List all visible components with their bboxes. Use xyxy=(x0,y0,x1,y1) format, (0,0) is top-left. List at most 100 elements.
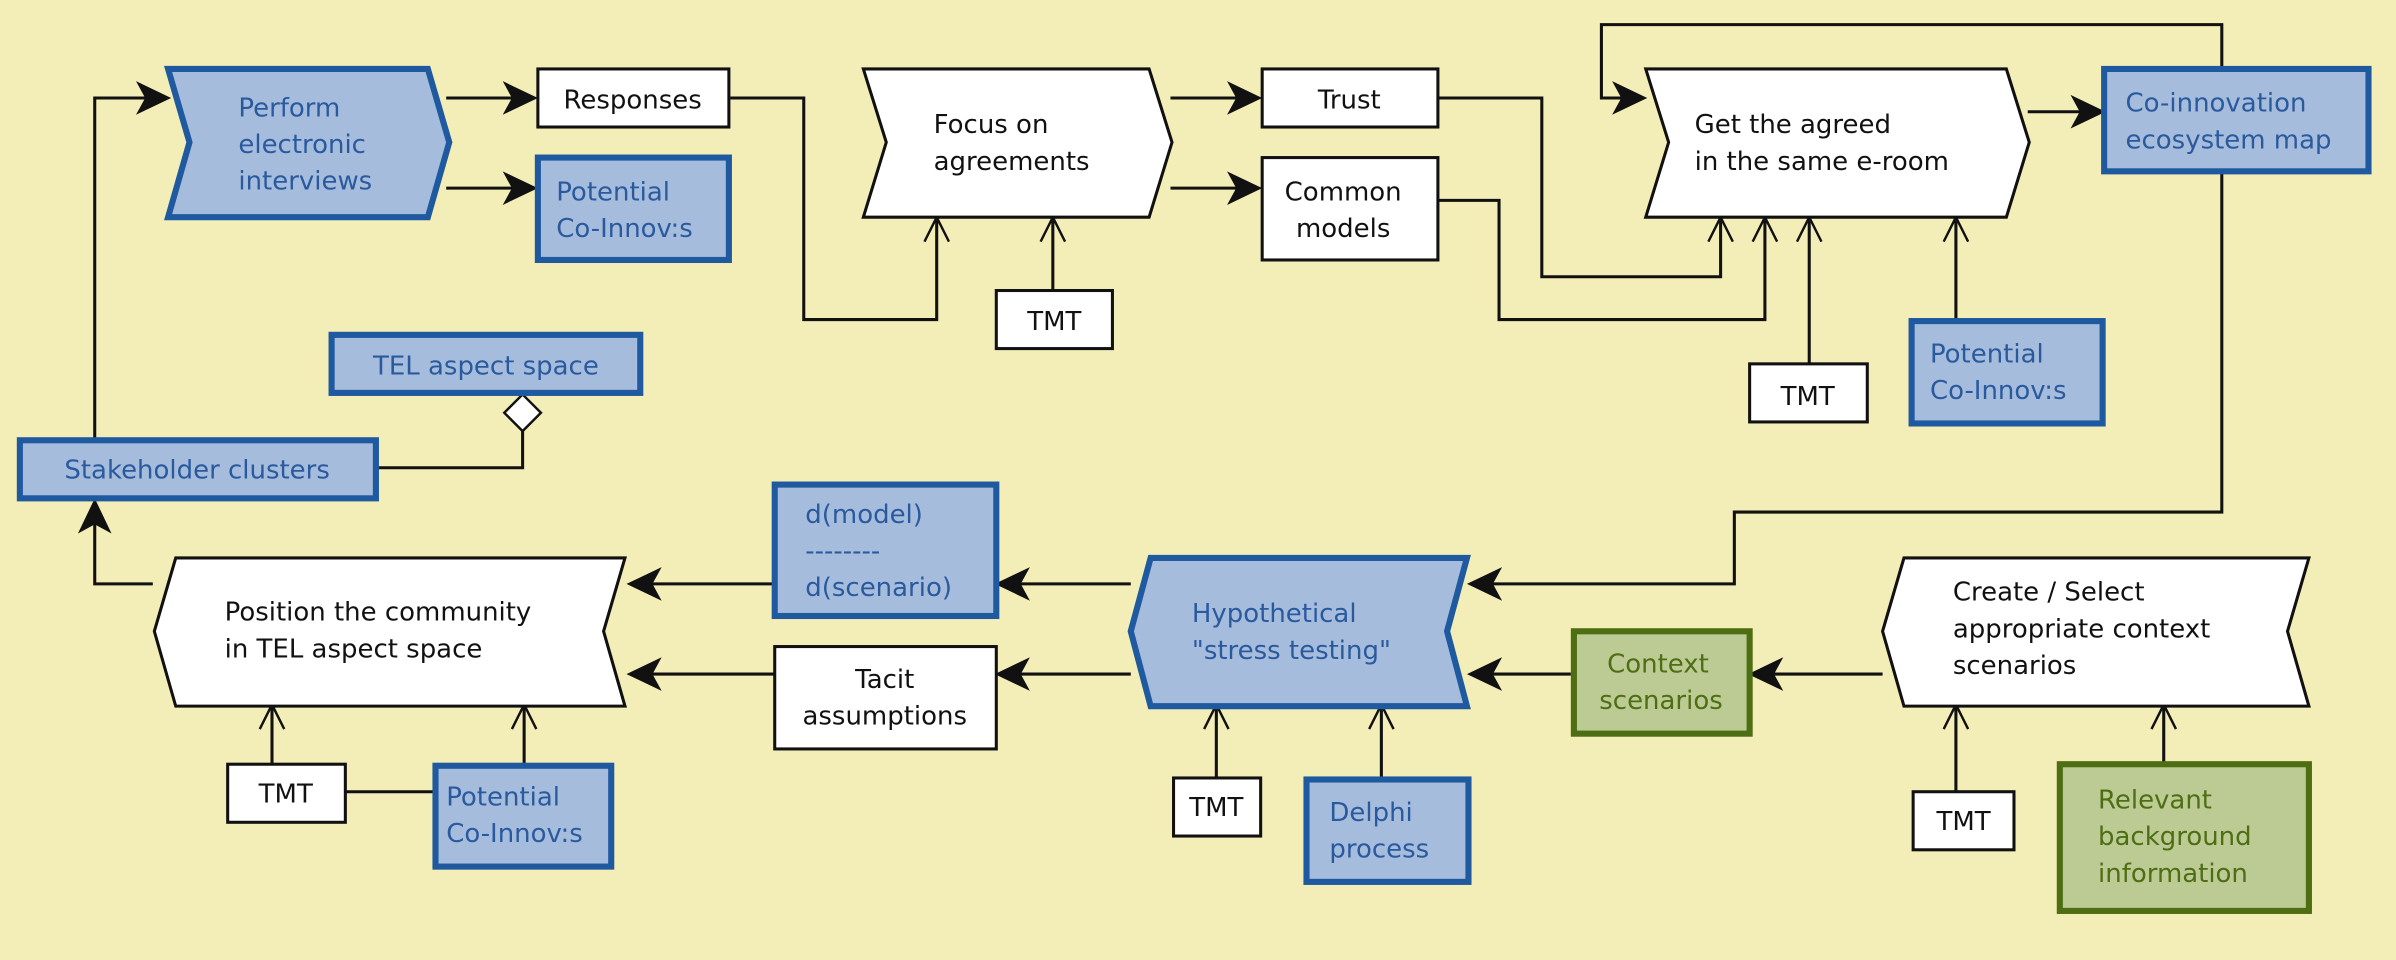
node-label: electronic xyxy=(238,130,366,160)
edge-stakeholder-to-perform xyxy=(93,96,156,441)
node-focus-agreements[interactable]: Focus on agreements xyxy=(861,67,1174,219)
edge-responses-to-focus xyxy=(730,96,939,322)
node-stress-testing[interactable]: Hypothetical "stress testing" xyxy=(1127,554,1471,710)
edge-trust-to-eroom xyxy=(1437,96,1723,279)
node-common-models[interactable]: Common models xyxy=(1260,156,1440,262)
data-box xyxy=(328,331,644,396)
node-label: Potential xyxy=(556,177,670,207)
data-box xyxy=(226,762,347,824)
node-stakeholder-clusters[interactable]: Stakeholder clusters xyxy=(16,437,379,502)
node-potential-coinnov-top[interactable]: Potential Co-Innov:s xyxy=(534,154,732,264)
node-label: Co-innovation xyxy=(2126,89,2307,119)
node-label: Perform xyxy=(238,93,340,123)
data-box xyxy=(1303,776,1472,885)
arrowheads xyxy=(77,81,2178,730)
data-box xyxy=(1911,790,2016,852)
node-label: Potential xyxy=(1930,339,2044,369)
arrowhead-solid xyxy=(626,657,662,691)
arrowhead-solid xyxy=(1748,657,1784,691)
arrowhead-solid xyxy=(135,81,172,115)
data-box xyxy=(16,437,379,502)
node-label: Delphi xyxy=(1329,798,1412,828)
data-box xyxy=(534,154,732,264)
node-label: -------- xyxy=(805,536,880,566)
node-create-select[interactable]: Create / Select appropriate context scen… xyxy=(1880,556,2311,708)
node-label: Create / Select xyxy=(1953,578,2145,608)
node-position-community[interactable]: Position the community in TEL aspect spa… xyxy=(152,556,628,708)
node-label: Trust xyxy=(1317,86,1381,116)
node-context-scenarios[interactable]: Context scenarios xyxy=(1570,628,1753,737)
node-label: background xyxy=(2098,822,2252,852)
node-get-agreed-eroom[interactable]: Get the agreed in the same e-room xyxy=(1643,67,2031,219)
arrowhead-solid xyxy=(77,498,112,534)
node-relevant-background[interactable]: Relevant background information xyxy=(2056,761,2312,914)
node-potential-coinnov-position[interactable]: Potential Co-Innov:s xyxy=(432,762,615,870)
node-tmt-position[interactable]: TMT xyxy=(226,762,347,824)
aggregation-diamond-icon xyxy=(502,392,543,433)
node-d-ratio[interactable]: d(model) -------- d(scenario) xyxy=(771,481,1000,620)
edge-map-feedback-to-eroom xyxy=(1599,23,2224,100)
data-box xyxy=(773,645,998,751)
arrowhead-solid xyxy=(1466,657,1503,691)
node-label: Tacit xyxy=(854,665,914,695)
node-label: Get the agreed xyxy=(1695,110,1891,140)
node-coinnovation-map[interactable]: Co-innovation ecosystem map xyxy=(2101,65,2372,175)
arrowhead-solid xyxy=(1612,81,1648,115)
data-box xyxy=(1260,156,1440,262)
data-box xyxy=(994,288,1114,351)
node-tacit-assumptions[interactable]: Tacit assumptions xyxy=(773,645,998,751)
node-label: Potential xyxy=(446,782,560,812)
node-label: agreements xyxy=(934,147,1090,177)
node-tel-aspect-space[interactable]: TEL aspect space xyxy=(328,331,644,396)
process-shape xyxy=(1643,67,2031,219)
node-label: "stress testing" xyxy=(1192,636,1391,666)
process-shape xyxy=(1880,556,2311,708)
node-label: process xyxy=(1329,834,1429,864)
arrowhead-solid xyxy=(1227,81,1263,115)
data-box xyxy=(1908,318,2106,427)
node-label: in the same e-room xyxy=(1695,147,1949,177)
edge-common-to-eroom xyxy=(1437,198,1767,322)
arrowhead-solid xyxy=(994,567,1030,601)
node-label: TMT xyxy=(258,779,313,809)
node-responses[interactable]: Responses xyxy=(536,67,731,129)
node-label: Hypothetical xyxy=(1192,599,1357,629)
node-label: Co-Innov:s xyxy=(1930,376,2067,406)
arrowhead-solid xyxy=(1466,567,1503,601)
node-label: Co-Innov:s xyxy=(446,819,583,849)
node-potential-coinnov-eroom[interactable]: Potential Co-Innov:s xyxy=(1908,318,2106,427)
data-box xyxy=(1260,67,1440,129)
node-label: interviews xyxy=(238,167,372,197)
node-label: Responses xyxy=(563,86,701,116)
process-shape xyxy=(861,67,1174,219)
data-box xyxy=(1748,362,1869,424)
data-box xyxy=(1570,628,1753,737)
data-box xyxy=(1172,776,1263,838)
node-delphi-process[interactable]: Delphi process xyxy=(1303,776,1472,885)
node-label: Context xyxy=(1607,650,1709,680)
node-label: scenarios xyxy=(1953,651,2076,681)
data-box xyxy=(2101,65,2372,175)
node-label: information xyxy=(2098,859,2248,889)
node-label: ecosystem map xyxy=(2126,125,2332,155)
process-shape xyxy=(1127,554,1471,710)
node-label: Focus on xyxy=(934,110,1049,140)
node-label: TEL aspect space xyxy=(372,352,599,382)
data-box xyxy=(536,67,731,129)
arrowhead-solid xyxy=(994,657,1030,691)
node-tmt-create[interactable]: TMT xyxy=(1911,790,2016,852)
node-tmt-eroom[interactable]: TMT xyxy=(1748,362,1869,424)
node-label: Relevant xyxy=(2098,786,2212,816)
arrowhead-solid xyxy=(1227,171,1263,205)
arrowhead-solid xyxy=(502,171,538,205)
node-label: TMT xyxy=(1188,793,1243,823)
node-tmt-focus[interactable]: TMT xyxy=(994,288,1114,351)
node-perform-interviews[interactable]: Perform electronic interviews xyxy=(164,65,453,221)
node-label: models xyxy=(1296,214,1390,244)
data-box xyxy=(771,481,1000,620)
node-label: d(model) xyxy=(805,500,923,530)
node-label: Co-Innov:s xyxy=(556,214,693,244)
node-trust[interactable]: Trust xyxy=(1260,67,1440,129)
node-tmt-stress[interactable]: TMT xyxy=(1172,776,1263,838)
